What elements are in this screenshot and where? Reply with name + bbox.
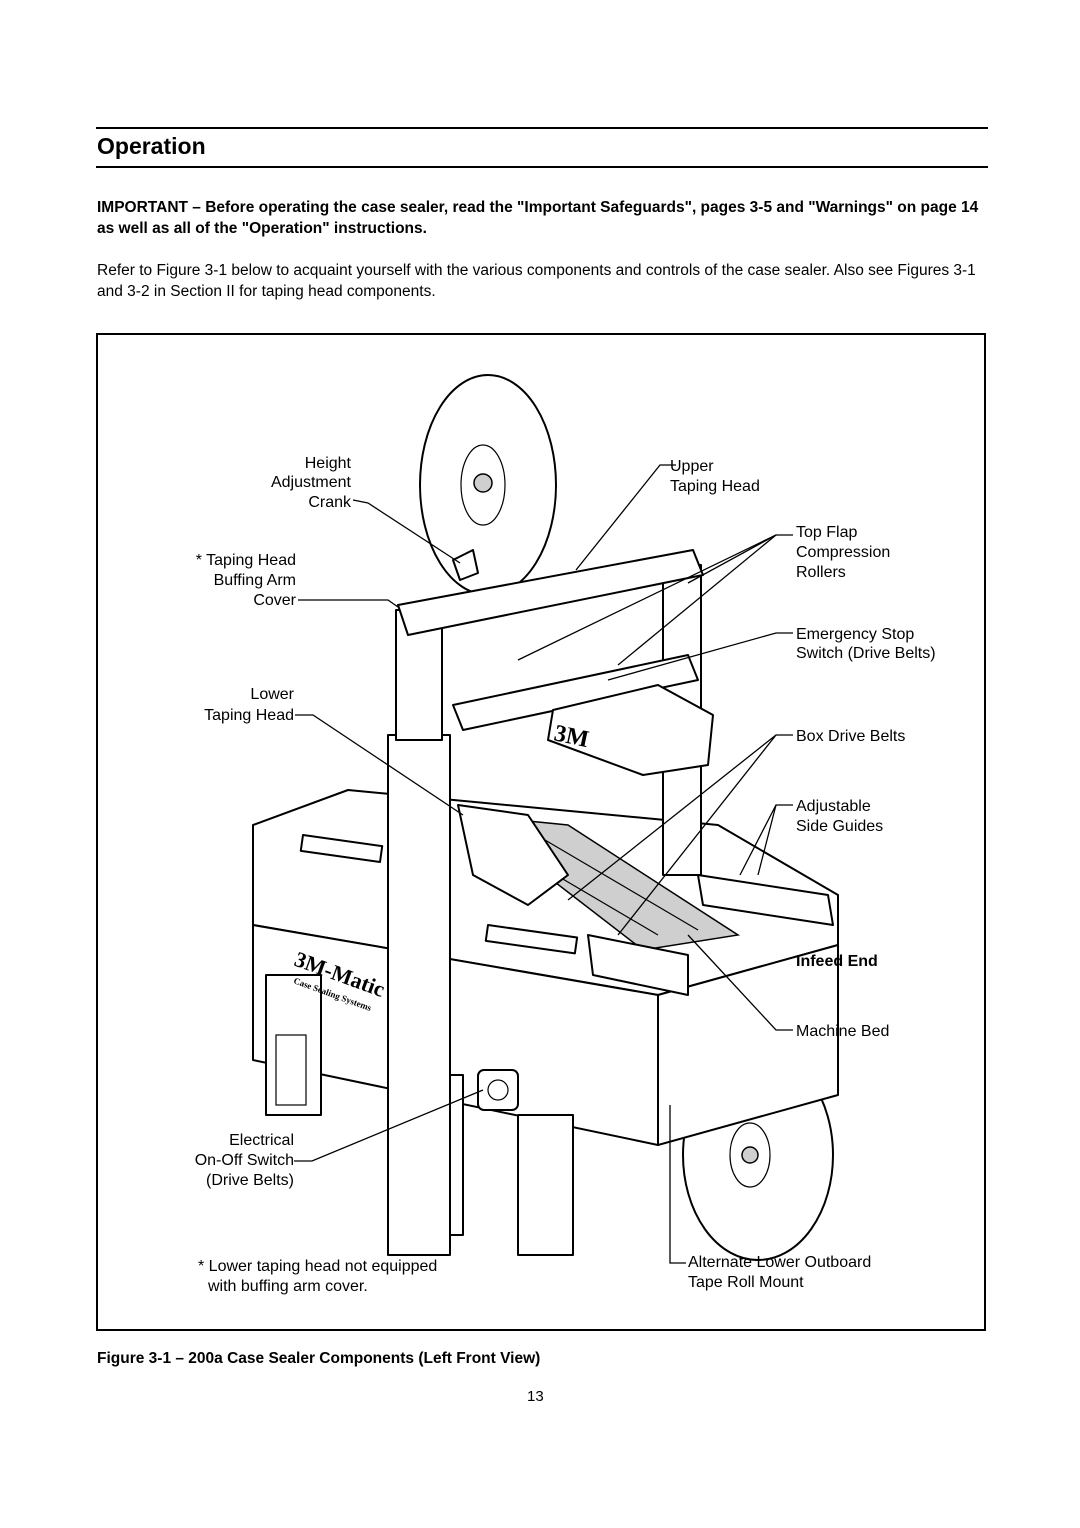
svg-text:On-Off Switch: On-Off Switch — [195, 1152, 294, 1169]
figure-frame: 3M 3M-Matic Case Sealing Systems — [96, 333, 986, 1331]
svg-text:Taping Head: Taping Head — [204, 707, 294, 724]
svg-text:* Lower taping head not equipp: * Lower taping head not equipped — [198, 1258, 437, 1275]
label-box-drive-belts: Box Drive Belts — [796, 728, 905, 745]
label-lower-taping-head: Lower Taping Head — [204, 686, 295, 724]
case-sealer-illustration: 3M 3M-Matic Case Sealing Systems — [195, 374, 936, 1295]
page-number: 13 — [527, 1388, 544, 1405]
svg-text:Lower: Lower — [250, 686, 294, 703]
leader-lines — [294, 464, 793, 1264]
svg-text:Taping Head: Taping Head — [670, 478, 760, 495]
svg-text:with buffing arm cover.: with buffing arm cover. — [207, 1278, 368, 1295]
svg-text:Switch (Drive Belts): Switch (Drive Belts) — [796, 645, 936, 662]
svg-text:Machine Bed: Machine Bed — [796, 1023, 889, 1040]
svg-text:* Taping Head: * Taping Head — [196, 552, 296, 569]
label-top-flap-rollers: Top Flap Compression Rollers — [796, 524, 890, 581]
label-upper-taping-head: Upper Taping Head — [670, 458, 760, 495]
top-rule — [96, 127, 988, 129]
electrical-switch — [477, 1069, 519, 1111]
label-side-guides: Adjustable Side Guides — [796, 798, 883, 835]
label-emergency-stop: Emergency Stop Switch (Drive Belts) — [796, 626, 936, 662]
svg-text:Rollers: Rollers — [796, 564, 846, 581]
svg-text:Emergency Stop: Emergency Stop — [796, 626, 914, 643]
machine-drawing: 3M 3M-Matic Case Sealing Systems — [252, 374, 839, 1261]
label-electrical-switch: Electrical On-Off Switch (Drive Belts) — [195, 1132, 294, 1189]
figure-caption: Figure 3-1 – 200a Case Sealer Components… — [97, 1350, 541, 1367]
left-column — [387, 734, 451, 1256]
label-alternate-mount: Alternate Lower Outboard Tape Roll Mount — [688, 1254, 871, 1291]
leg-front-right — [517, 1114, 574, 1256]
important-notice: IMPORTANT – Before operating the case se… — [97, 199, 979, 237]
side-guide-left — [587, 934, 689, 996]
svg-text:Infeed End: Infeed End — [796, 953, 878, 970]
svg-text:Side Guides: Side Guides — [796, 818, 883, 835]
label-buffing-arm-cover: * Taping Head Buffing Arm Cover — [196, 552, 297, 609]
svg-text:Cover: Cover — [253, 592, 296, 609]
svg-text:Adjustment: Adjustment — [271, 474, 352, 491]
upper-taping-head — [547, 684, 714, 776]
svg-text:Buffing Arm: Buffing Arm — [214, 572, 296, 589]
svg-text:Box Drive Belts: Box Drive Belts — [796, 728, 905, 745]
leg-front-left — [265, 974, 322, 1116]
svg-text:Crank: Crank — [308, 494, 352, 511]
title-underline — [96, 166, 988, 168]
svg-text:(Drive Belts): (Drive Belts) — [206, 1172, 294, 1189]
svg-text:Height: Height — [305, 455, 352, 472]
svg-text:Upper: Upper — [670, 458, 714, 475]
svg-text:Tape Roll Mount: Tape Roll Mount — [688, 1274, 804, 1291]
page-title: Operation — [97, 133, 206, 159]
height-crank — [452, 549, 479, 581]
label-height-adjustment-crank: Height Adjustment Crank — [271, 455, 352, 511]
footnote: * Lower taping head not equipped with bu… — [198, 1258, 437, 1295]
svg-text:Compression: Compression — [796, 544, 890, 561]
label-machine-bed: Machine Bed — [796, 1023, 889, 1040]
svg-text:Top Flap: Top Flap — [796, 524, 857, 541]
intro-paragraph: Refer to Figure 3-1 below to acquaint yo… — [97, 262, 976, 300]
svg-text:Adjustable: Adjustable — [796, 798, 871, 815]
svg-text:Alternate Lower Outboard: Alternate Lower Outboard — [688, 1254, 871, 1271]
svg-text:Electrical: Electrical — [229, 1132, 294, 1149]
lower-taping-head — [457, 804, 569, 906]
side-guide-right — [697, 874, 834, 926]
label-infeed-end: Infeed End — [796, 953, 878, 970]
